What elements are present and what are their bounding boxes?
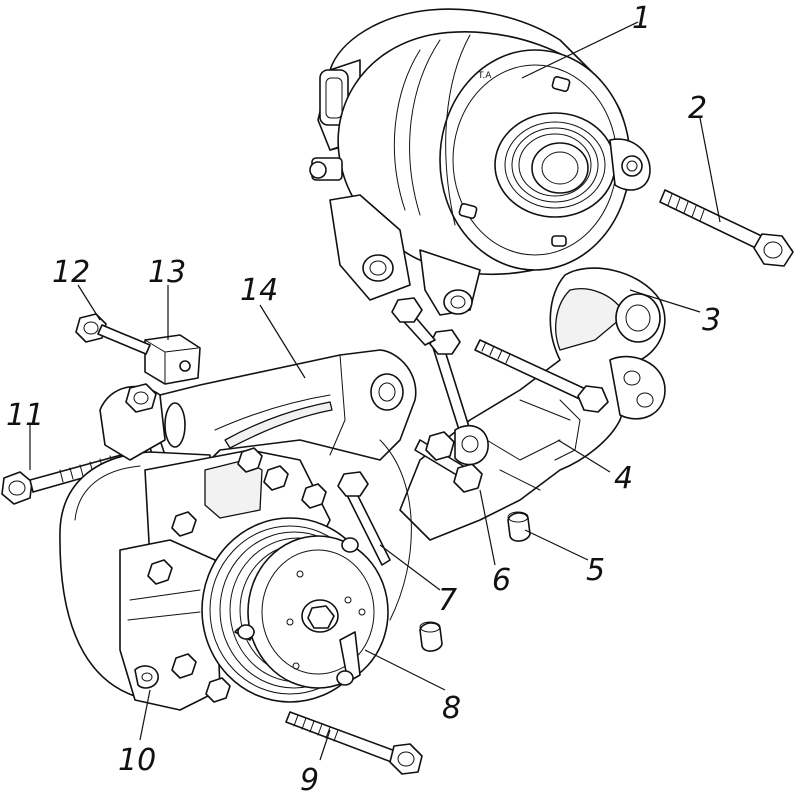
spacer-5 [507,511,531,542]
callout-14: 14 [240,273,278,308]
leader-lines [29,21,721,761]
stud-7 [337,439,412,621]
callout-12: 12 [52,255,90,290]
callout-labels: 1 2 3 4 5 6 7 8 9 10 11 12 13 14 [6,1,721,795]
bolt-9 [285,711,423,775]
callout-9: 9 [300,763,319,795]
clutch-pulley-8 [201,517,389,703]
spacer-lower [419,621,443,652]
alternator: T.A [309,8,651,316]
bolt-12 [75,313,151,355]
callout-7: 7 [438,583,457,618]
alternator-marking: T.A [477,71,492,81]
callout-2: 2 [688,91,707,126]
callout-5: 5 [586,553,605,588]
callout-6: 6 [492,563,511,598]
bolt-2 [659,189,794,267]
callout-10: 10 [118,743,156,778]
block-13 [144,334,201,385]
callout-13: 13 [148,255,186,290]
callout-11: 11 [6,398,44,433]
callout-3: 3 [702,303,721,338]
stud-6 [391,297,489,493]
callout-1: 1 [632,1,651,36]
callout-4: 4 [614,461,633,496]
compressor [59,383,331,711]
callout-8: 8 [442,691,461,726]
